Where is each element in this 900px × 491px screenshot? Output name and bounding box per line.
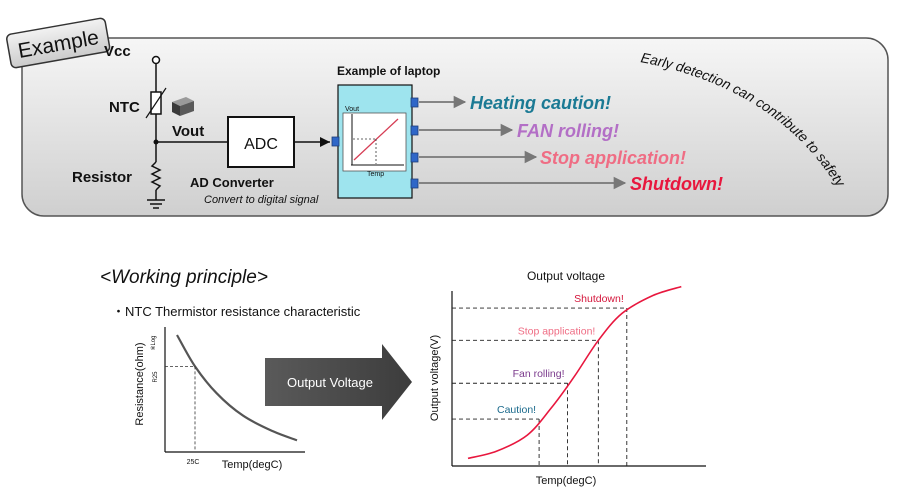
resistance-chart-log-note: ※Log xyxy=(151,335,157,350)
output-voltage-chart: Output voltage Output voltage(V) Temp(de… xyxy=(429,269,706,487)
mini-chart-vout-label: Vout xyxy=(345,106,359,113)
example-panel-background xyxy=(21,37,889,217)
vout-label: Vout xyxy=(172,123,204,140)
resistance-chart-tick-r25: R25 xyxy=(153,371,159,383)
output-port-3 xyxy=(410,152,419,163)
action-outputs: Heating caution! FAN rolling! Stop appli… xyxy=(419,93,723,194)
ntc-characteristic-bullet: ・NTC Thermistor resistance characteristi… xyxy=(112,304,361,319)
laptop-title: Example of laptop xyxy=(337,64,440,78)
ad-converter-label: AD Converter xyxy=(190,175,274,190)
output-voltage-curve xyxy=(467,285,682,460)
threshold-label-2: Stop application! xyxy=(518,325,596,337)
action-fan-rolling: FAN rolling! xyxy=(517,121,619,141)
output-voltage-chart-x-label: Temp(degC) xyxy=(536,475,597,487)
resistance-chart-tick-25c: 25C xyxy=(187,459,200,466)
laptop-input-port xyxy=(331,136,340,147)
laptop-example: Example of laptop Vout Temp xyxy=(331,64,440,199)
threshold-label-0: Caution! xyxy=(497,404,536,416)
threshold-label-1: Fan rolling! xyxy=(513,368,565,380)
resistor-symbol xyxy=(150,161,162,191)
working-principle-heading: <Working principle> xyxy=(100,267,268,288)
resistance-chart: Resistance(ohm) ※Log 25C R25 Temp(degC) xyxy=(134,327,305,471)
resistance-curve xyxy=(176,334,298,442)
adc-block xyxy=(227,116,295,168)
output-voltage-chart-y-label: Output voltage(V) xyxy=(429,335,441,421)
example-tag: Example xyxy=(6,17,111,69)
resistor-label: Resistor xyxy=(72,169,132,186)
laptop-output-ports xyxy=(410,97,419,189)
circuit: Vcc NTC Vout Resistor ADC AD Converter xyxy=(72,43,330,209)
example-tag-box xyxy=(6,17,111,69)
convert-note: Convert to digital signal xyxy=(204,194,319,206)
output-voltage-arrow: Output Voltage xyxy=(265,344,412,420)
ntc-component-icon xyxy=(172,97,194,116)
output-voltage-arrow-shape xyxy=(265,344,412,420)
adc-label: ADC xyxy=(244,136,278,153)
resistance-chart-y-label: Resistance(ohm) xyxy=(134,342,146,425)
threshold-label-3: Shutdown! xyxy=(574,293,624,305)
arrow-adc-laptop xyxy=(320,137,330,147)
ground-icon xyxy=(147,199,165,209)
action-shutdown: Shutdown! xyxy=(630,174,723,194)
vcc-label: Vcc xyxy=(104,43,131,60)
ntc-label: NTC xyxy=(109,99,140,116)
output-port-1 xyxy=(410,97,419,108)
example-panel xyxy=(21,37,889,217)
action-heating-caution: Heating caution! xyxy=(470,93,611,113)
output-port-4 xyxy=(410,178,419,189)
resistance-chart-x-label: Temp(degC) xyxy=(222,459,283,471)
action-stop-application: Stop application! xyxy=(540,148,686,168)
output-voltage-chart-title: Output voltage xyxy=(527,269,605,283)
mini-chart-temp-label: Temp xyxy=(367,171,384,178)
output-voltage-arrow-label: Output Voltage xyxy=(287,375,373,390)
output-port-2 xyxy=(410,125,419,136)
vcc-terminal xyxy=(151,55,161,65)
laptop-mini-chart xyxy=(342,112,407,172)
